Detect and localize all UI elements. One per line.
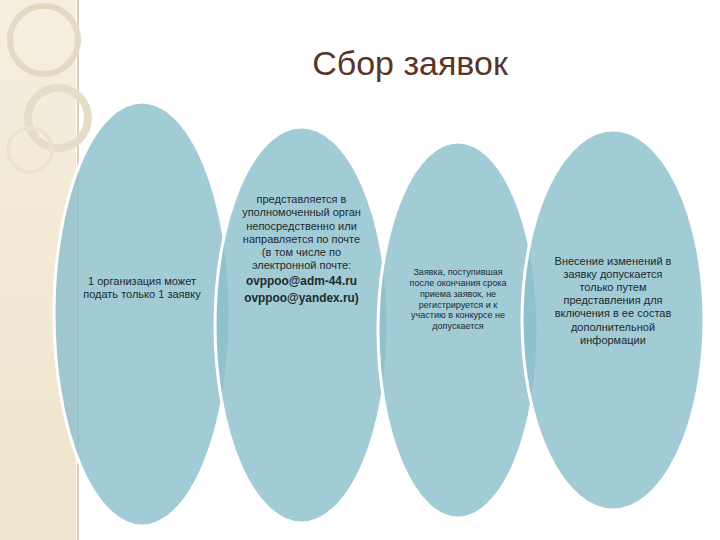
info-ellipse: 1 организация может подать только 1 заяв… xyxy=(52,100,232,528)
body-text: Внесение изменений в заявку допускается … xyxy=(549,255,677,347)
ellipse-shape xyxy=(52,100,232,528)
text-block: Внесение изменений в заявку допускается … xyxy=(549,255,677,347)
info-ellipse: Внесение изменений в заявку допускается … xyxy=(520,128,706,512)
slide-title: Сбор заявок xyxy=(180,44,640,83)
ellipse-outline xyxy=(215,127,388,523)
info-ellipse: представляется в уполномоченный орган не… xyxy=(213,125,390,525)
ellipse-shape xyxy=(213,125,390,525)
ellipse-outline xyxy=(54,102,230,526)
body-text: 1 организация может подать только 1 заяв… xyxy=(80,275,204,301)
text-block: 1 организация может подать только 1 заяв… xyxy=(80,275,204,301)
ellipse-outline xyxy=(522,130,704,510)
text-block: представляется в уполномоченный орган не… xyxy=(240,193,364,305)
email-address: ovppoo@adm-44.ru xyxy=(240,274,364,288)
deco-circle xyxy=(10,6,78,74)
info-ellipse: Заявка, поступившая после окончания срок… xyxy=(376,140,540,520)
deco-circle xyxy=(8,128,52,172)
body-text: Заявка, поступившая после окончания срок… xyxy=(402,267,514,332)
ellipse-shape xyxy=(520,128,706,512)
text-block: Заявка, поступившая после окончания срок… xyxy=(402,267,514,332)
email-address: ovppoo@yandex.ru) xyxy=(240,291,364,305)
body-text: представляется в уполномоченный орган не… xyxy=(240,193,364,272)
deco-circle xyxy=(28,88,88,148)
ellipse-outline xyxy=(378,142,538,518)
